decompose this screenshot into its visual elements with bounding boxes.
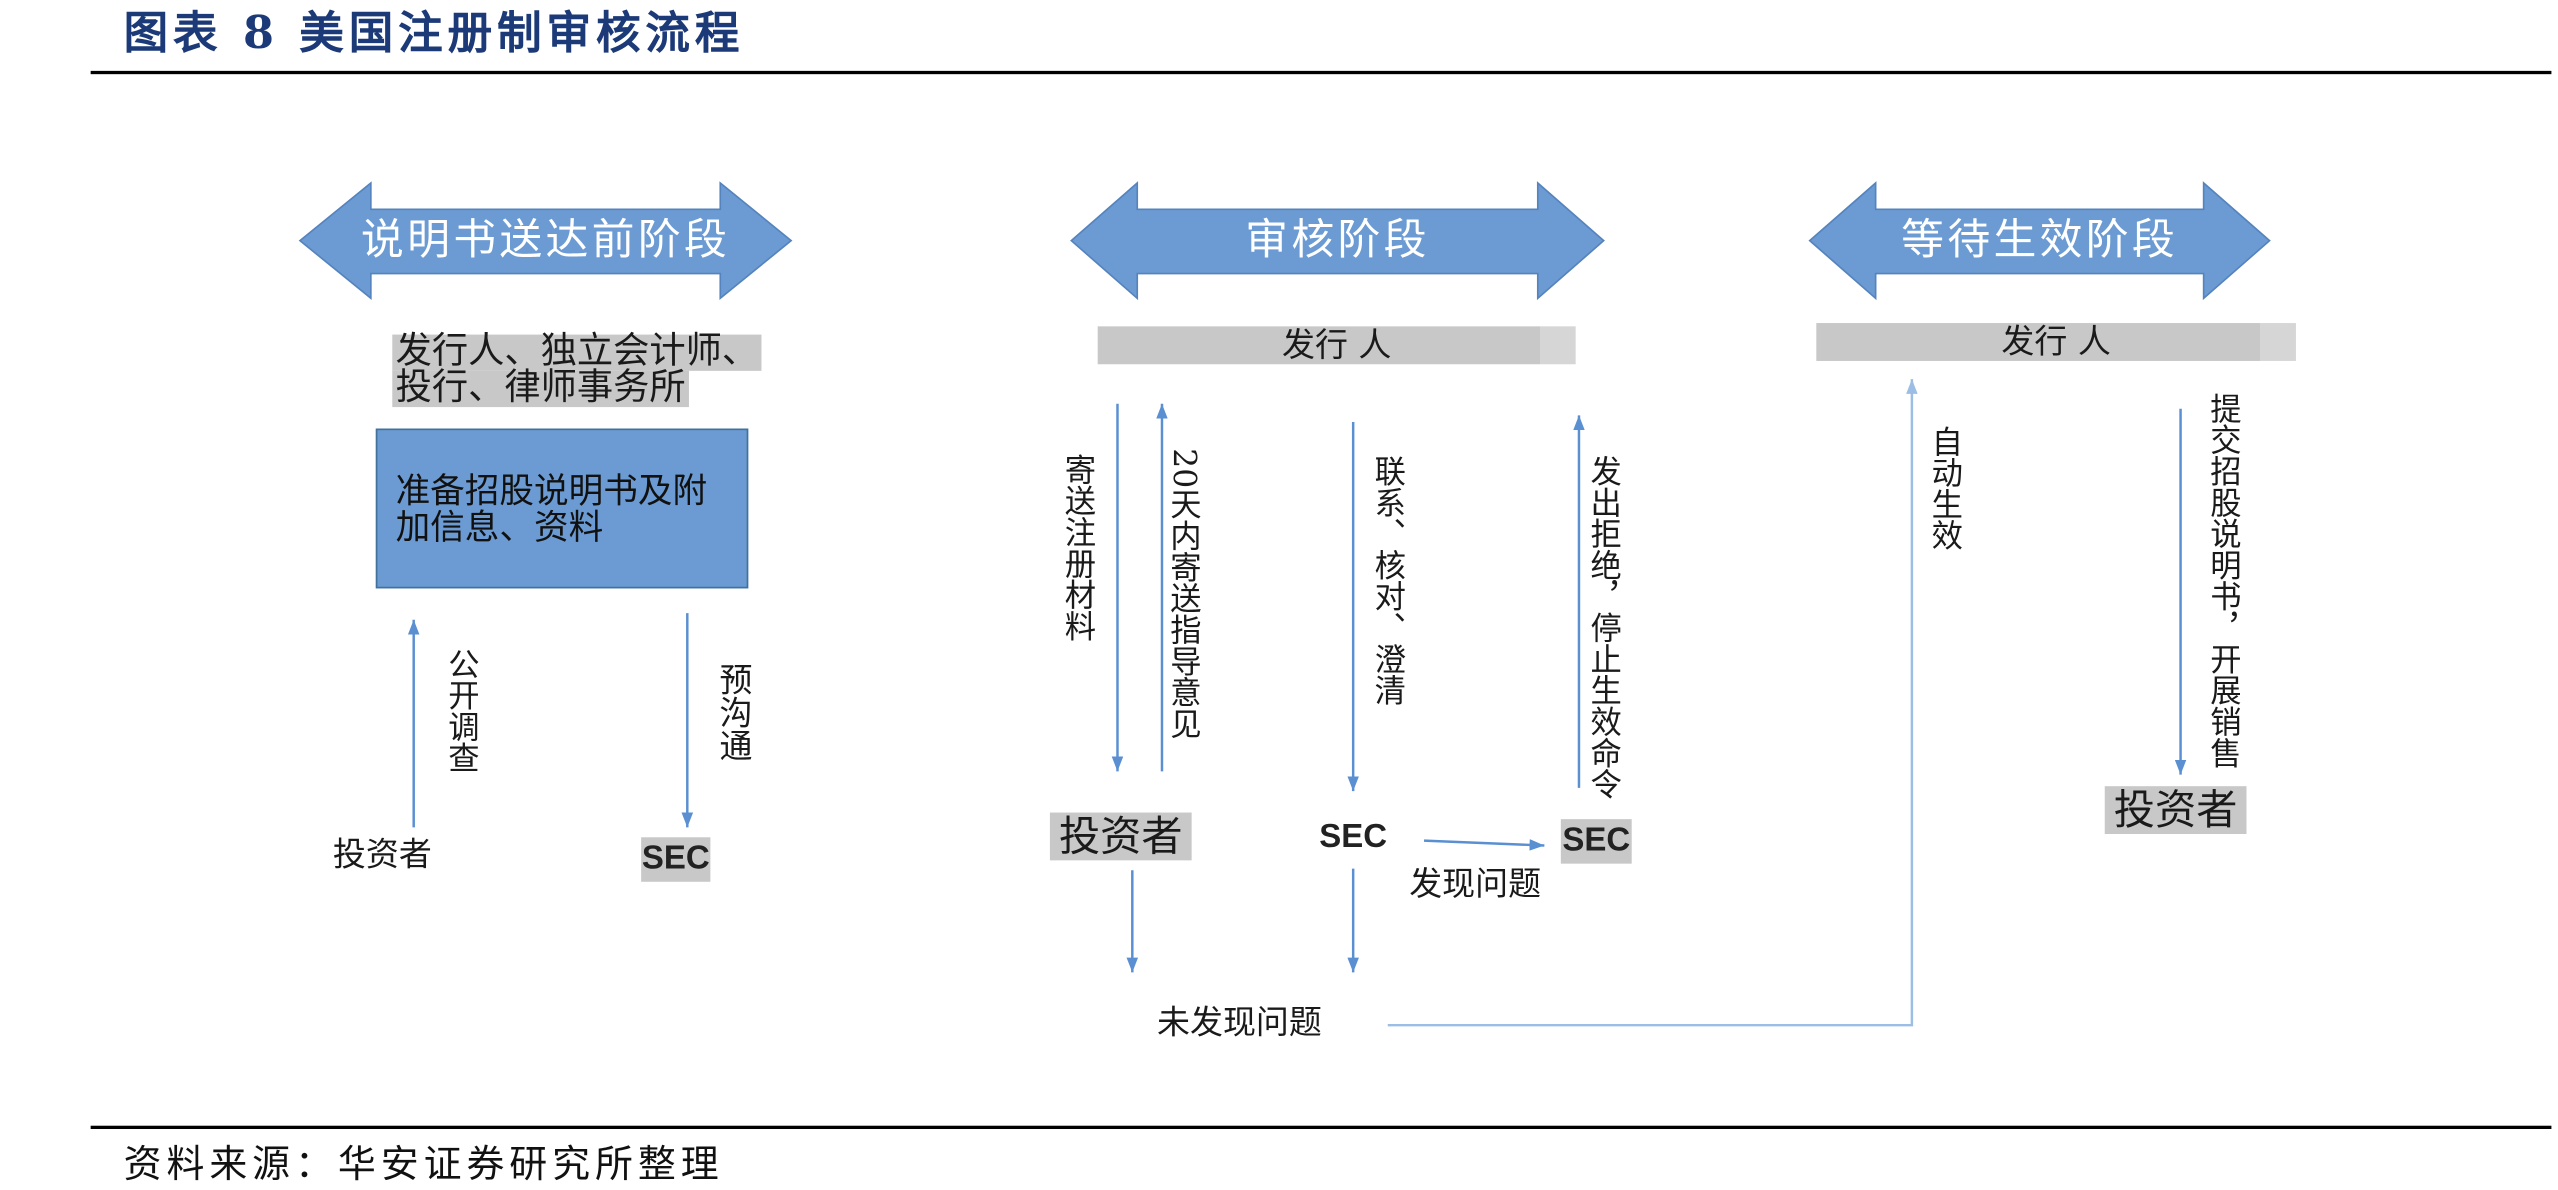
issue-found-label: 发现问题 <box>1409 863 1542 904</box>
rejection-stop-order-label: 发出拒绝，停止生效命令 <box>1585 454 1622 800</box>
task-box-line: 准备招股说明书及附 <box>395 470 708 511</box>
source-note: 资料来源：华安证券研究所整理 <box>123 1143 724 1187</box>
public-investigation-label: 公开调查 <box>443 647 480 774</box>
sec-node-review: SEC <box>1319 819 1388 856</box>
stage-label-awaiting-effectiveness: 等待生效阶段 <box>1901 215 2179 266</box>
submit-prospectus-sell-label: 提交招股说明书，开展销售 <box>2205 392 2242 769</box>
footer-rule <box>90 1125 2552 1129</box>
contact-verify-clarify-label: 联系、核对、澄清 <box>1369 454 1406 706</box>
investor-node-review: 投资者 <box>1049 812 1192 861</box>
no-issue-found-label: 未发现问题 <box>1157 1002 1322 1042</box>
guidance-within-20-days-label: 20天内寄送指导意见 <box>1165 448 1202 739</box>
investor-node-pre-delivery: 投资者 <box>332 833 432 874</box>
stage-arrow-awaiting-effectiveness <box>1808 181 2271 301</box>
auto-effective-label: 自动生效 <box>1926 425 1964 551</box>
pre-communication-label: 预沟通 <box>713 662 754 762</box>
investor-node-effective: 投资者 <box>2104 786 2247 834</box>
stage-label-pre-delivery: 说明书送达前阶段 <box>360 215 731 266</box>
stage-arrow-review <box>1070 181 1605 301</box>
page-title: 图表 8 美国注册制审核流程 <box>123 8 745 60</box>
sec-node-escalation: SEC <box>1560 819 1632 864</box>
participants-line: 投行、律师事务所 <box>392 370 689 408</box>
participants-line: 发行人、独立会计师、 <box>392 334 762 371</box>
arrow-issue-found-escalation <box>1423 839 1545 851</box>
send-registration-materials-label: 寄送注册材料 <box>1059 453 1097 642</box>
prepare-prospectus-box: 准备招股说明书及附 加信息、资料 <box>375 428 749 589</box>
sec-node-pre-delivery: SEC <box>641 837 711 882</box>
participants-label: 发行人、独立会计师、 投行、律师事务所 <box>392 334 762 408</box>
title-rule <box>90 70 2552 74</box>
issuer-bar-effective: 发行 人 <box>1816 322 2296 361</box>
task-box-line: 加信息、资料 <box>395 506 604 547</box>
issuer-bar-review: 发行 人 <box>1097 326 1576 365</box>
stage-label-review: 审核阶段 <box>1245 215 1430 266</box>
arrow-no-issue-to-auto-effective <box>1387 379 1918 1027</box>
stage-arrow-pre-delivery <box>298 181 793 301</box>
